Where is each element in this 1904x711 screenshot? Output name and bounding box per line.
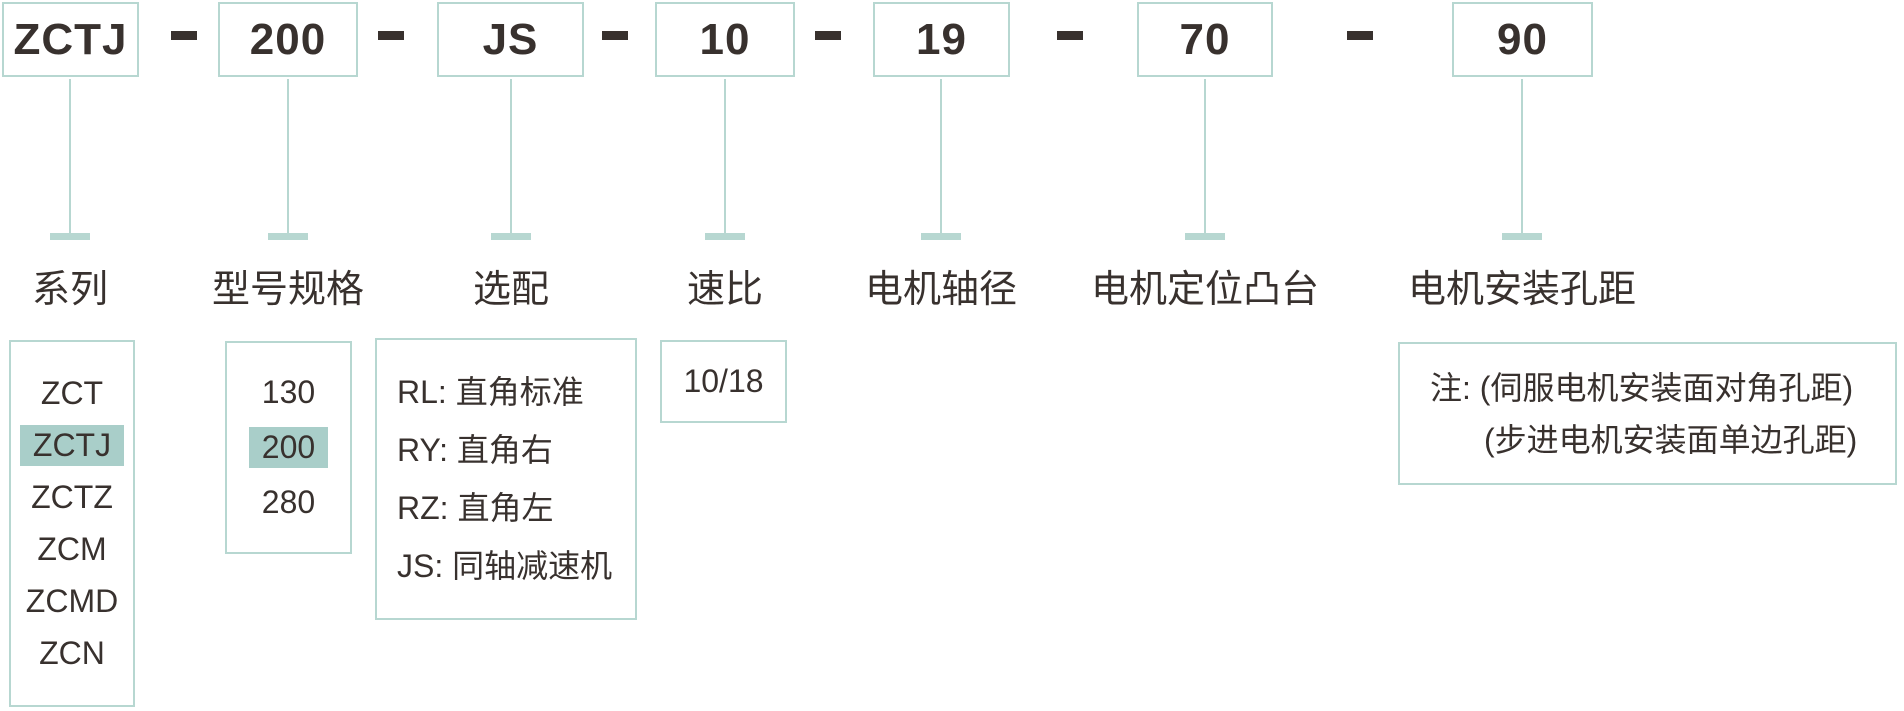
code-segment-ratio: 10 [655,2,795,77]
note-line: 注: (伺服电机安装面对角孔距) [1430,369,1854,406]
ratio-option: 10/18 [683,363,764,399]
spec-options-box: 130 200 280 [225,341,352,554]
code-separator-dash: - [815,31,841,40]
connector-line-option [510,79,512,234]
connector-cap-option [491,233,531,240]
connector-cap-spec [268,233,308,240]
spec-option-selected: 200 [248,427,329,468]
spec-option: 130 [261,374,316,410]
field-label-mounting-pitch: 电机安装孔距 [1407,269,1637,311]
connector-line-spec [287,79,289,234]
ratio-options-box: 10/18 [660,340,787,423]
code-segment-shaft-diameter: 19 [873,2,1010,77]
connector-cap-series [50,233,90,240]
field-label-ratio: 速比 [686,269,764,311]
connector-line-mounting-pitch [1521,79,1523,234]
config-options-box: RL: 直角标准 RY: 直角右 RZ: 直角左 JS: 同轴减速机 [375,338,637,620]
config-option: RL: 直角标准 [397,374,584,410]
code-separator-dash: - [1057,31,1083,40]
series-option: ZCMD [25,583,119,619]
code-segment-option: JS [437,2,584,77]
series-option: ZCN [39,635,105,671]
field-label-option: 选配 [472,269,550,311]
code-separator-dash: - [602,31,628,40]
series-option: ZCM [37,531,107,567]
connector-cap-ratio [705,233,745,240]
connector-cap-pilot-boss [1185,233,1225,240]
series-option: ZCTZ [31,479,113,515]
connector-line-shaft-diameter [940,79,942,234]
field-label-series: 系列 [31,269,109,311]
config-option: RZ: 直角左 [397,490,554,526]
code-separator-dash: - [1347,31,1373,40]
config-option: RY: 直角右 [397,432,553,468]
connector-line-ratio [724,79,726,234]
note-line: (步进电机安装面单边孔距) [1484,421,1858,458]
connector-cap-mounting-pitch [1502,233,1542,240]
spec-option: 280 [261,484,316,520]
connector-line-pilot-boss [1204,79,1206,234]
series-option-selected: ZCTJ [19,425,125,466]
code-separator-dash: - [378,31,404,40]
field-label-shaft-diameter: 电机轴径 [864,269,1018,311]
mounting-pitch-note-box: 注: (伺服电机安装面对角孔距) (步进电机安装面单边孔距) [1398,342,1897,485]
connector-cap-shaft-diameter [921,233,961,240]
series-option: ZCT [40,375,104,411]
code-segment-mounting-pitch: 90 [1452,2,1593,77]
field-label-pilot-boss: 电机定位凸台 [1090,269,1320,311]
config-option: JS: 同轴减速机 [397,548,613,584]
code-segment-pilot-boss: 70 [1137,2,1273,77]
code-segment-spec: 200 [218,2,358,77]
series-options-box: ZCT ZCTJ ZCTZ ZCM ZCMD ZCN [9,340,135,707]
code-segment-series: ZCTJ [2,2,139,77]
connector-line-series [69,79,71,234]
code-separator-dash: - [171,31,197,40]
field-label-spec: 型号规格 [211,269,365,311]
